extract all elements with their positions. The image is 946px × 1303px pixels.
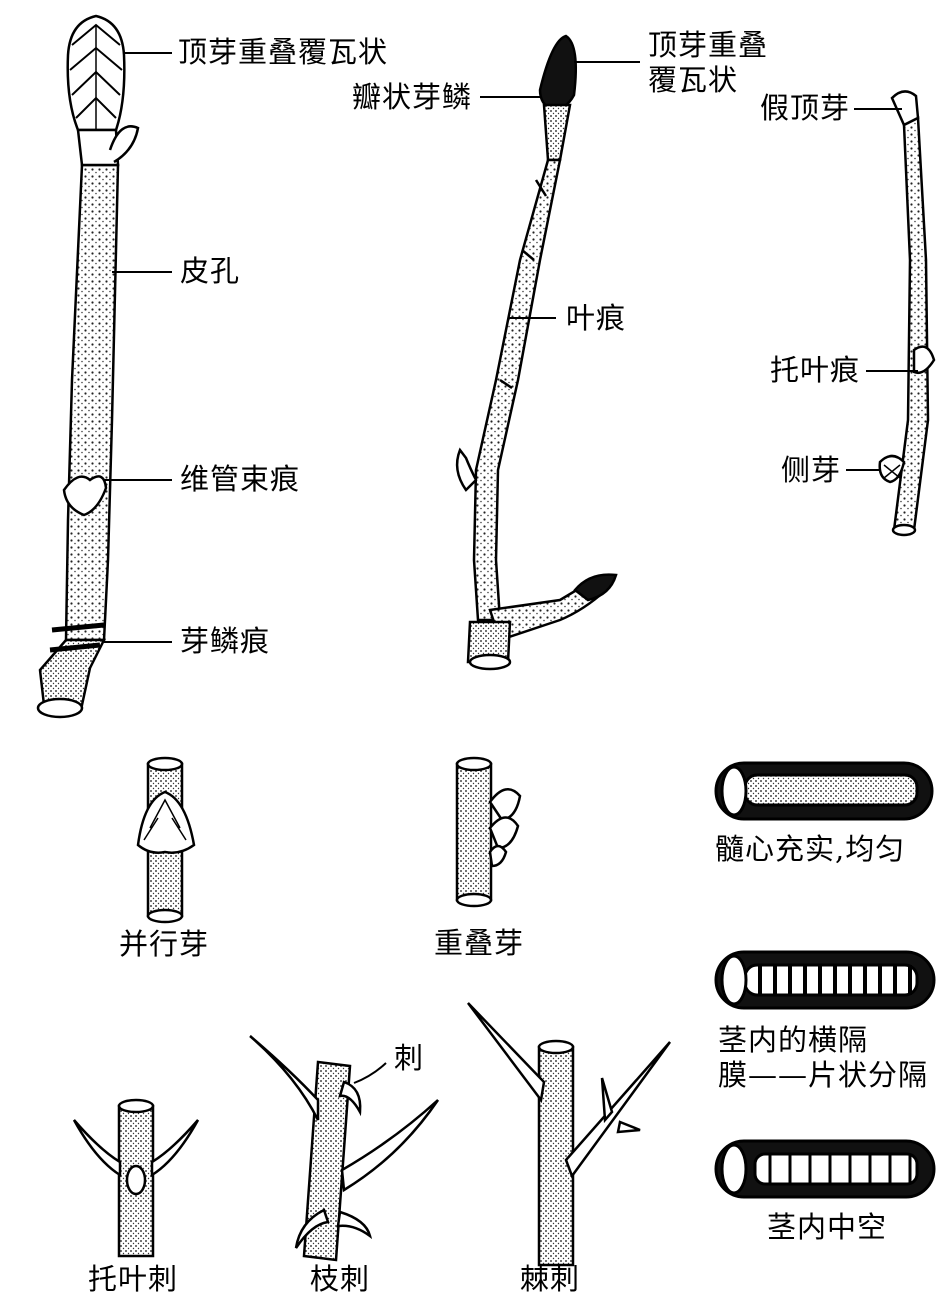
label-pith-diaphragm-line2: 膜——片状分隔 [718, 1058, 929, 1092]
twig-2-drawing [455, 34, 618, 671]
stipular-spine-drawing [72, 1098, 200, 1258]
label-terminal-bud-line1: 顶芽重叠 [648, 28, 769, 62]
label-lateral-bud: 侧芽 [781, 453, 842, 487]
label-terminal-bud-imbricate: 顶芽重叠覆瓦状 [178, 35, 389, 69]
prickle-drawing [467, 1002, 672, 1267]
label-stipular-spine: 托叶刺 [88, 1262, 179, 1296]
leader-lines [104, 52, 918, 1084]
label-prickle: 棘刺 [520, 1262, 581, 1296]
label-bundle-scar: 维管束痕 [180, 462, 301, 496]
label-pith-diaphragm-line1: 茎内的横隔 [718, 1023, 869, 1057]
label-branch-thorn: 枝刺 [310, 1262, 371, 1296]
pith-solid-drawing [714, 761, 934, 821]
label-terminal-bud-line2: 覆瓦状 [648, 63, 739, 97]
label-lenticel: 皮孔 [180, 254, 241, 288]
label-collateral-bud: 并行芽 [119, 927, 210, 961]
pith-diaphragm-drawing [714, 950, 936, 1010]
label-valvate-bud-scale: 瓣状芽鳞 [352, 80, 473, 114]
twig-1-drawing [36, 14, 140, 719]
collateral-bud-drawing [136, 756, 196, 924]
label-bud-scale-scar: 芽鳞痕 [180, 624, 271, 658]
label-pseudo-terminal-bud: 假顶芽 [760, 91, 851, 125]
twig-3-drawing [878, 90, 936, 537]
superposed-bud-drawing [455, 756, 522, 908]
label-superposed-bud: 重叠芽 [434, 926, 525, 960]
branch-thorn-drawing [249, 1035, 440, 1262]
label-spine: 刺 [394, 1041, 425, 1075]
label-leaf-scar: 叶痕 [566, 301, 627, 335]
label-pith-hollow: 茎内中空 [767, 1210, 888, 1244]
label-pith-solid: 髓心充实,均匀 [715, 832, 906, 866]
pith-hollow-drawing [714, 1139, 936, 1199]
label-stipule-scar: 托叶痕 [770, 353, 861, 387]
